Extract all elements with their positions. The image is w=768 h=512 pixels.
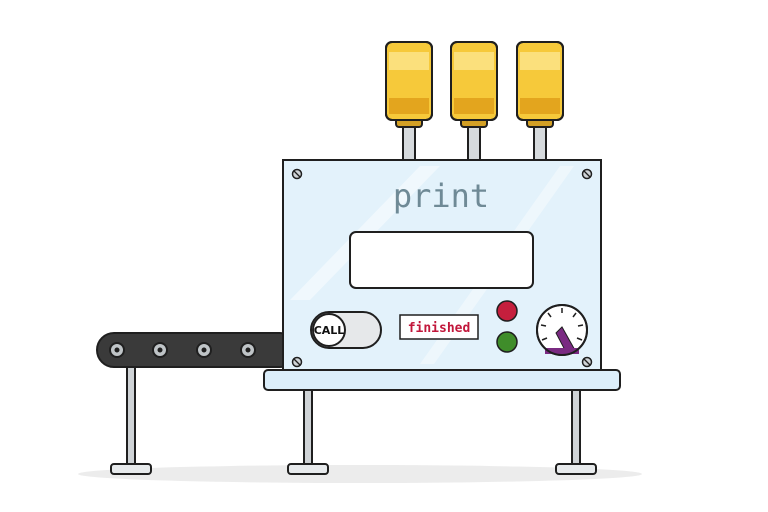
machine-base-shelf [263, 369, 621, 391]
conveyor-legs [110, 365, 152, 475]
call-label: CALL [314, 324, 345, 337]
display-screen [349, 231, 534, 289]
bulb-right [516, 41, 564, 128]
screw-icon [581, 356, 593, 368]
screw-icon [291, 356, 303, 368]
machine-legs [287, 389, 597, 475]
bulb-left [385, 41, 433, 128]
roller-icon [109, 342, 125, 358]
status-badge: finished [399, 314, 479, 340]
gauge-icon [536, 304, 588, 356]
roller-icon [196, 342, 212, 358]
bulb-stems [402, 123, 547, 163]
machine-title: print [393, 177, 489, 215]
call-toggle[interactable]: CALL [310, 311, 382, 349]
screw-icon [581, 168, 593, 180]
roller-icon [152, 342, 168, 358]
bulb-middle [450, 41, 498, 128]
status-text: finished [408, 321, 471, 336]
ground-shadow [78, 465, 642, 483]
conveyor-belt [96, 332, 298, 368]
indicator-light-red [496, 300, 518, 322]
indicator-light-green [496, 331, 518, 353]
screw-icon [291, 168, 303, 180]
roller-icon [240, 342, 256, 358]
